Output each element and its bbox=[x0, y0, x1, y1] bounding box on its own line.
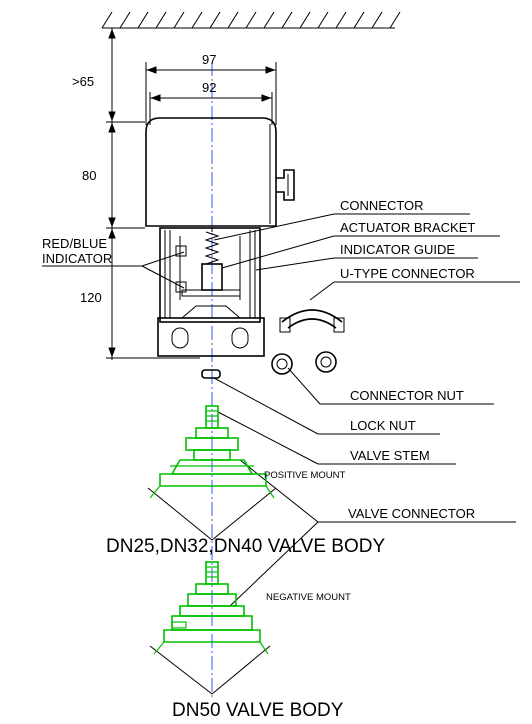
lock-nut-label: LOCK NUT bbox=[350, 418, 416, 433]
valve-body-large-title: DN50 VALVE BODY bbox=[172, 700, 344, 721]
stem-connector bbox=[201, 263, 223, 291]
connector-nut-label: CONNECTOR NUT bbox=[350, 388, 464, 403]
stem-spring bbox=[204, 228, 220, 265]
horizontal-dimensions bbox=[145, 62, 277, 125]
u-type-connector bbox=[279, 309, 345, 333]
connector-nuts bbox=[271, 351, 337, 375]
vertical-dimension-chain bbox=[106, 28, 200, 360]
actuator-housing bbox=[145, 117, 295, 227]
lock-nut bbox=[201, 369, 221, 379]
body-width-dimension: 92 bbox=[202, 80, 216, 95]
actuator-bracket bbox=[157, 227, 265, 357]
leader-lines bbox=[42, 213, 520, 607]
bracket-height-dimension: 120 bbox=[80, 290, 102, 305]
overall-width-dimension: 97 bbox=[202, 52, 216, 67]
valve-body-negative-mount bbox=[149, 561, 271, 695]
indicator-guide-label: INDICATOR GUIDE bbox=[340, 242, 455, 257]
u-type-connector-label: U-TYPE CONNECTOR bbox=[340, 266, 475, 281]
valve-body-small-title: DN25,DN32,DN40 VALVE BODY bbox=[106, 536, 385, 557]
valve-stem-label: VALVE STEM bbox=[350, 448, 430, 463]
valve-body-positive-mount bbox=[147, 405, 277, 541]
red-blue-indicator-label-line1: RED/BLUE bbox=[42, 236, 107, 251]
positive-mount-label: POSITIVE MOUNT bbox=[264, 470, 345, 481]
negative-mount-label: NEGATIVE MOUNT bbox=[266, 592, 351, 603]
valve-connector-label: VALVE CONNECTOR bbox=[348, 506, 475, 521]
connector-label: CONNECTOR bbox=[340, 198, 424, 213]
ceiling-hatch bbox=[101, 11, 401, 29]
red-blue-indicator-label-line2: INDICATOR bbox=[42, 251, 112, 266]
actuator-bracket-label: ACTUATOR BRACKET bbox=[340, 220, 475, 235]
actuator-height-dimension: 80 bbox=[82, 168, 96, 183]
clearance-dimension: >65 bbox=[72, 74, 94, 89]
